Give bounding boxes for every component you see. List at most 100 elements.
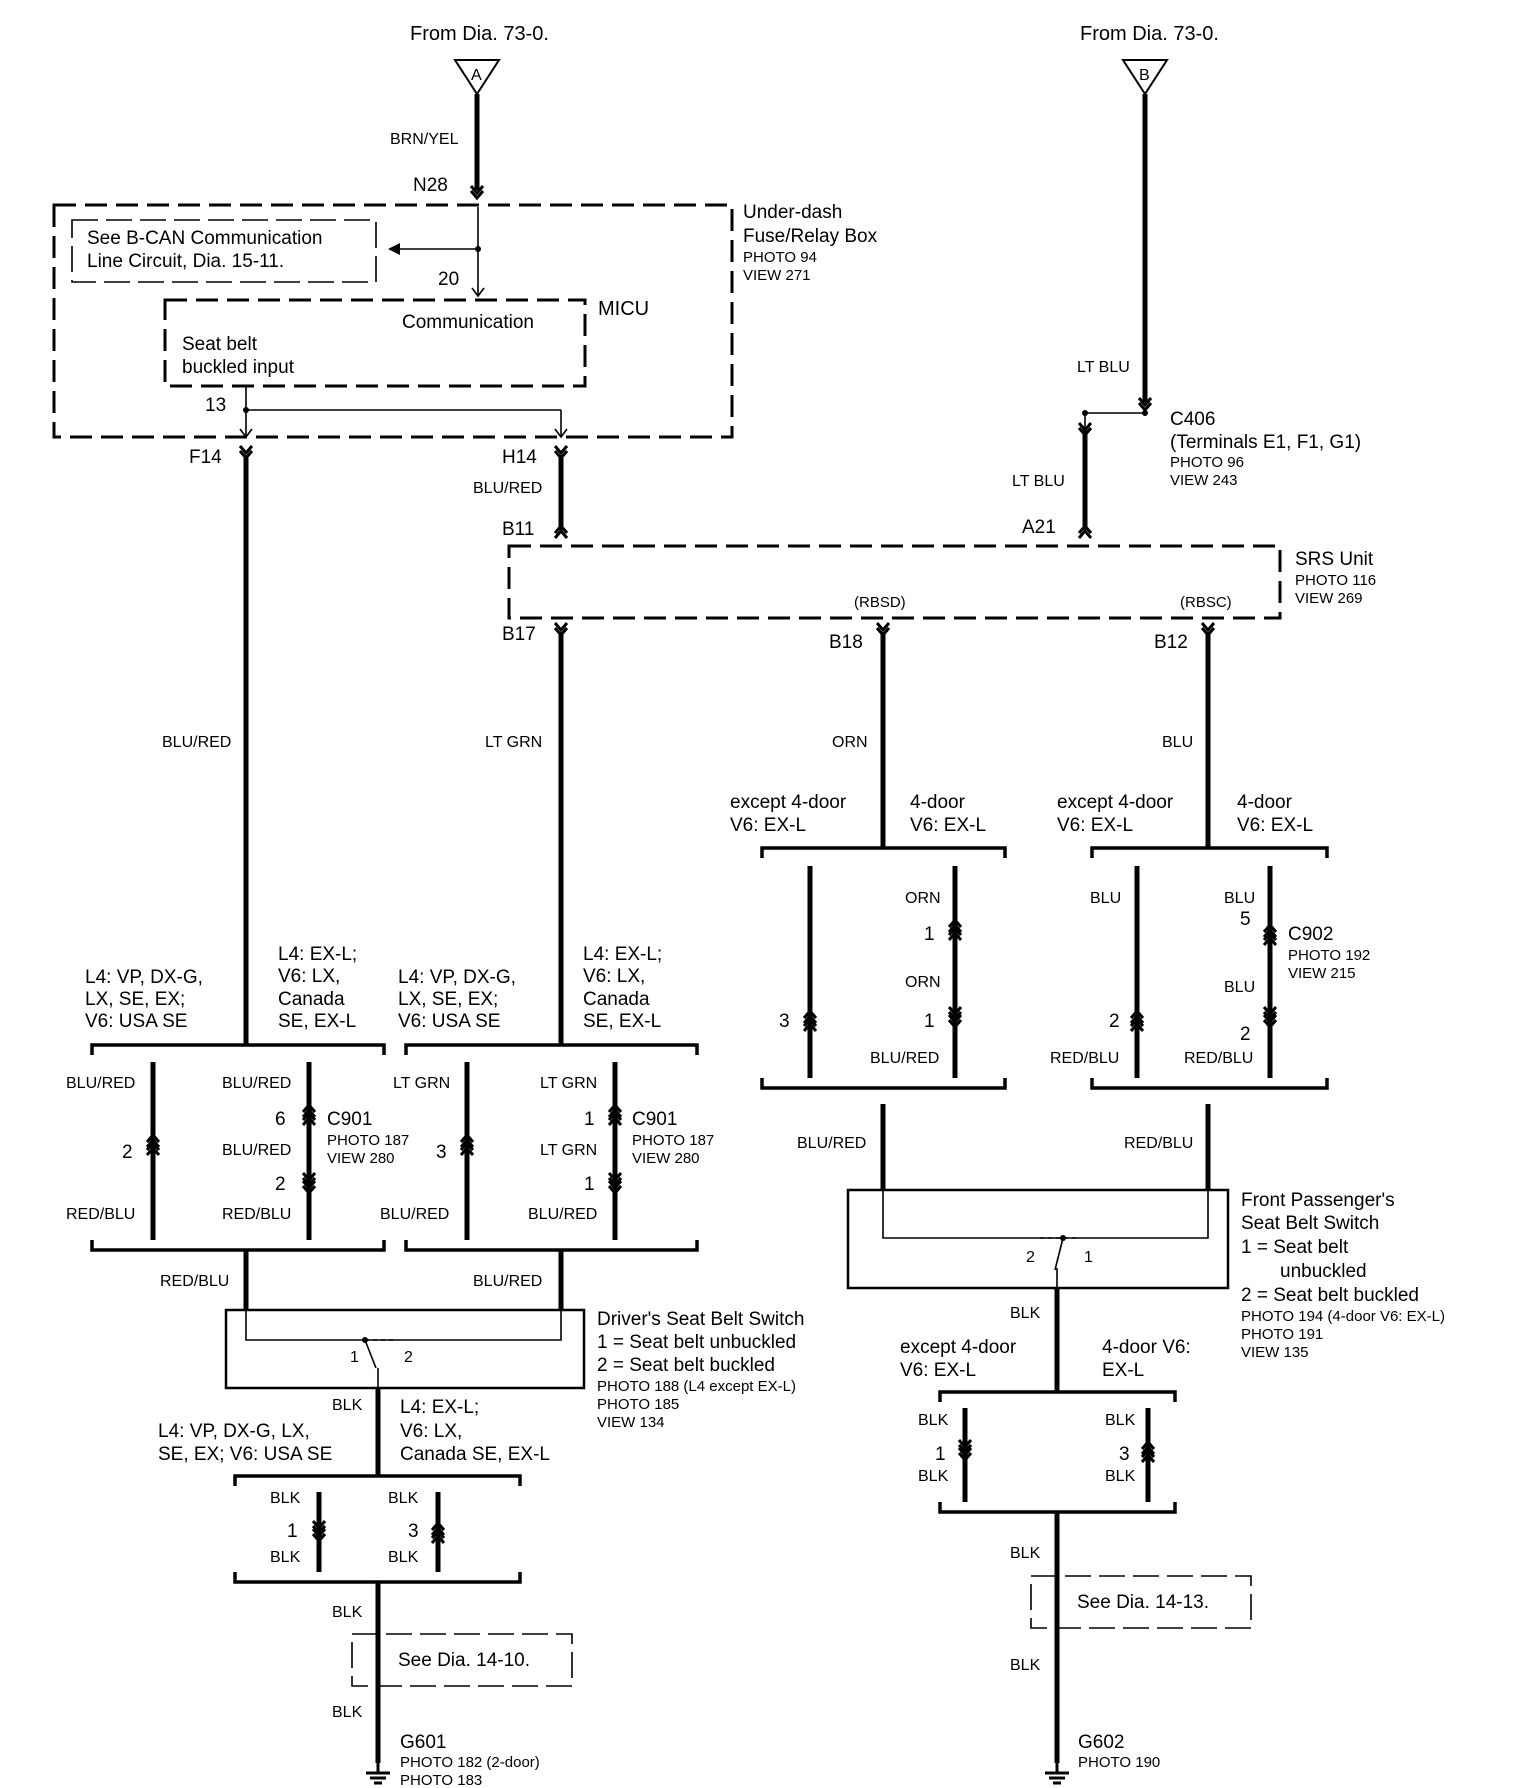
ground-g602-icon	[1043, 1761, 1071, 1785]
wire-label-blu-b12: BLU	[1162, 734, 1193, 751]
svg-text:EX-L: EX-L	[1102, 1360, 1144, 1381]
connector-a-label: A	[471, 67, 482, 84]
wire-label-lt-grn-c3: LT GRN	[540, 1142, 597, 1159]
wire-label-blu-red-c2: BLU/RED	[222, 1075, 291, 1092]
arrow-down-icon	[471, 287, 485, 298]
drivers-seat-belt-switch	[224, 1308, 586, 1390]
svg-text:V6: EX-L: V6: EX-L	[1057, 815, 1133, 836]
wire-label-blk-pass: BLK	[1010, 1305, 1041, 1322]
svg-text:PHOTO 183: PHOTO 183	[400, 1772, 482, 1788]
wire-label-blu-red-c3: BLU/RED	[222, 1142, 291, 1159]
variant-bar-drv-bottom	[233, 1572, 522, 1584]
pin-1-orn-b: 1	[924, 1011, 935, 1032]
wire-label-blk-d6: BLK	[332, 1704, 363, 1721]
variant-bar-b12-top	[1090, 846, 1329, 858]
svg-text:VIEW 135: VIEW 135	[1241, 1344, 1309, 1361]
pass-switch-contact	[1054, 1237, 1064, 1271]
pass-ground-variant-labels: except 4-door V6: EX-L 4-door V6: EX-L	[900, 1337, 1191, 1381]
svg-text:1 = Seat belt: 1 = Seat belt	[1241, 1237, 1349, 1258]
variant-bar-pass-bottom	[938, 1502, 1177, 1514]
svg-text:VIEW 280: VIEW 280	[327, 1150, 395, 1167]
pin-3-drv-gnd: 3	[408, 1521, 419, 1542]
driver-switch-internal	[245, 1310, 562, 1341]
seat-belt-input-line1: Seat belt	[182, 334, 258, 355]
pin-n28: N28	[413, 175, 448, 196]
svg-text:Front Passenger's: Front Passenger's	[1241, 1190, 1395, 1211]
wire-label-lt-blu-top: LT BLU	[1077, 359, 1130, 376]
svg-text:4-door: 4-door	[1237, 792, 1293, 813]
svg-text:2 = Seat belt buckled: 2 = Seat belt buckled	[1241, 1285, 1419, 1306]
variant-labels-f14: L4: VP, DX-G, LX, SE, EX; V6: USA SE L4:…	[85, 944, 357, 1032]
svg-text:PHOTO 191: PHOTO 191	[1241, 1326, 1323, 1343]
wire-label-red-blu-pass: RED/BLU	[1124, 1135, 1193, 1152]
wire-label-red-blu-b12a: RED/BLU	[1050, 1050, 1119, 1067]
pin-1-orn-a: 1	[924, 924, 935, 945]
svg-text:PHOTO 187: PHOTO 187	[632, 1132, 714, 1149]
variant-bar-b18-bottom	[760, 1078, 1007, 1090]
svg-text:L4: EX-L;: L4: EX-L;	[278, 944, 357, 965]
pin-3-b18: 3	[779, 1011, 790, 1032]
svg-text:1 = Seat belt unbuckled: 1 = Seat belt unbuckled	[597, 1332, 796, 1353]
svg-text:V6: EX-L: V6: EX-L	[900, 1360, 976, 1381]
g602-label: G602 PHOTO 190	[1078, 1732, 1160, 1771]
pin-2-c902: 2	[1240, 1024, 1251, 1045]
pin-1-drv-switch: 1	[350, 1349, 359, 1366]
wire-label-blk-p6: BLK	[1010, 1657, 1041, 1674]
wire-label-blu-2: BLU	[1224, 890, 1255, 907]
wire-label-blk-d5: BLK	[332, 1604, 363, 1621]
svg-text:SE, EX-L: SE, EX-L	[583, 1011, 661, 1032]
svg-text:PHOTO 192: PHOTO 192	[1288, 947, 1370, 964]
pin-b17: B17	[502, 624, 536, 645]
svg-text:L4: VP, DX-G,: L4: VP, DX-G,	[398, 967, 516, 988]
svg-text:unbuckled: unbuckled	[1280, 1261, 1367, 1282]
b-can-ref-line1: See B-CAN Communication	[87, 228, 322, 249]
pin-3-pass-gnd: 3	[1119, 1444, 1130, 1465]
pass-switch-label: Front Passenger's Seat Belt Switch 1 = S…	[1241, 1190, 1445, 1361]
svg-text:V6: LX,: V6: LX,	[583, 966, 645, 987]
c901-label-mid: C901 PHOTO 187 VIEW 280	[632, 1109, 714, 1167]
svg-text:L4: VP, DX-G,: L4: VP, DX-G,	[85, 967, 203, 988]
pin-20: 20	[438, 269, 459, 290]
srs-unit-label: SRS Unit PHOTO 116 VIEW 269	[1295, 549, 1376, 607]
svg-text:L4: EX-L;: L4: EX-L;	[583, 944, 662, 965]
svg-text:SE, EX-L: SE, EX-L	[278, 1011, 356, 1032]
connector-b-label: B	[1139, 67, 1150, 84]
svg-text:4-door: 4-door	[910, 792, 966, 813]
svg-text:except 4-door: except 4-door	[1057, 792, 1174, 813]
svg-text:V6: USA SE: V6: USA SE	[85, 1011, 187, 1032]
wire-label-red-blu-switch: RED/BLU	[160, 1273, 229, 1290]
wire-label-blk-p5: BLK	[1010, 1545, 1041, 1562]
see-dia-14-10: See Dia. 14-10.	[398, 1650, 530, 1671]
micu-box	[163, 298, 587, 388]
variant-bar-f14-bottom	[90, 1240, 386, 1252]
svg-text:Canada: Canada	[583, 989, 650, 1010]
connector-a: A	[453, 59, 501, 96]
variant-labels-b18: except 4-door V6: EX-L 4-door V6: EX-L	[730, 792, 986, 836]
wire-label-blk-drv: BLK	[332, 1397, 363, 1414]
pin-2-pass-switch: 2	[1026, 1249, 1035, 1266]
b-can-ref-line2: Line Circuit, Dia. 15-11.	[87, 251, 284, 272]
see-dia-14-13: See Dia. 14-13.	[1077, 1592, 1209, 1613]
connector-b: B	[1121, 59, 1169, 96]
svg-text:Fuse/Relay Box: Fuse/Relay Box	[743, 226, 878, 247]
variant-bar-b17-top	[404, 1043, 699, 1055]
wire-label-blk-p2: BLK	[1105, 1412, 1136, 1429]
svg-text:C901: C901	[327, 1109, 372, 1130]
svg-text:PHOTO 187: PHOTO 187	[327, 1132, 409, 1149]
wire-label-lt-grn-c1: LT GRN	[393, 1075, 450, 1092]
svg-text:PHOTO 94: PHOTO 94	[743, 249, 817, 266]
seat-belt-input-line2: buckled input	[182, 357, 295, 378]
svg-text:SRS Unit: SRS Unit	[1295, 549, 1374, 570]
pin-5-c902: 5	[1240, 909, 1251, 930]
front-passengers-seat-belt-switch	[846, 1188, 1230, 1290]
svg-text:Canada: Canada	[278, 989, 345, 1010]
wire-label-blu-red-c1: BLU/RED	[66, 1075, 135, 1092]
wire-label-blu-1: BLU	[1090, 890, 1121, 907]
wire-label-orn-b18: ORN	[832, 734, 868, 751]
g601-label: G601 PHOTO 182 (2-door) PHOTO 183	[400, 1732, 540, 1788]
pin-3-mid: 3	[436, 1142, 447, 1163]
rbsc-label: (RBSC)	[1180, 594, 1232, 611]
wire-label-blu-red-m2: BLU/RED	[528, 1206, 597, 1223]
